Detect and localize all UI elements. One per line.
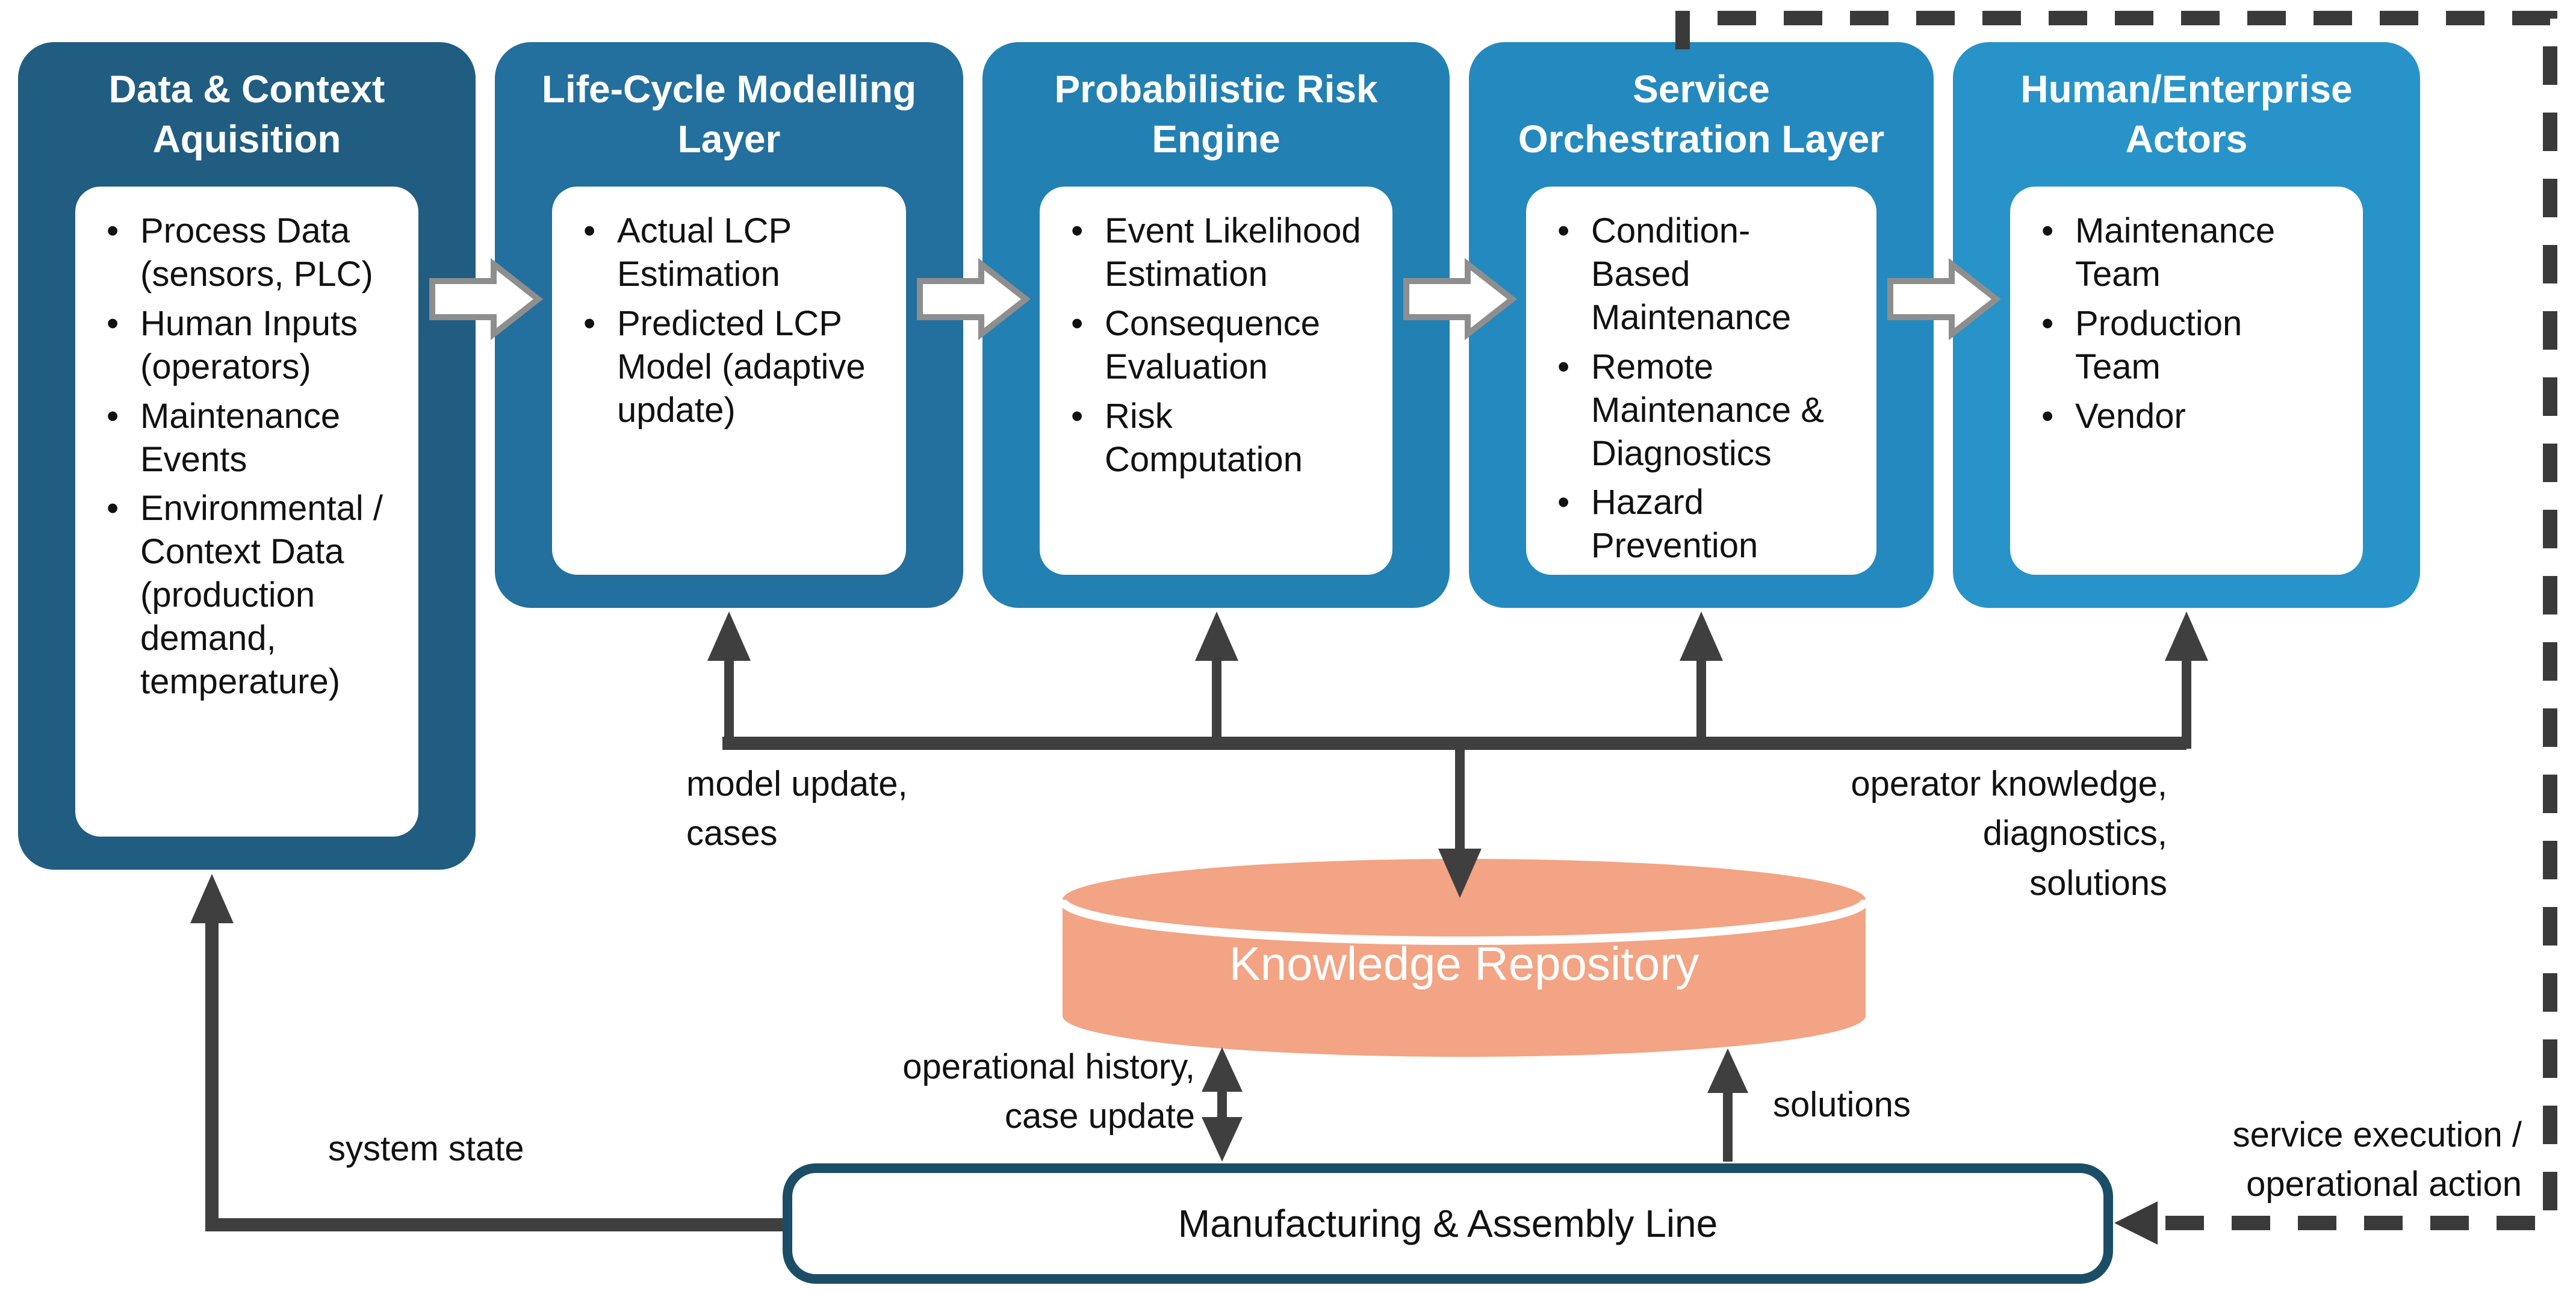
data-acquisition-body: Process Data (sensors, PLC)Human Inputs … — [75, 187, 418, 837]
data-acquisition-box: Data & Context Aquisition Process Data (… — [18, 42, 476, 870]
bullet-item: Condition-Based Maintenance — [1554, 209, 1849, 339]
manufacturing-assembly-label: Manufacturing & Assembly Line — [1178, 1202, 1718, 1245]
bullet-item: Remote Maintenance & Diagnostics — [1554, 345, 1849, 475]
lifecycle-modelling-bullets: Actual LCP EstimationPredicted LCP Model… — [580, 209, 878, 432]
bidirectional-arrow-mfg-repository — [1202, 1047, 1243, 1162]
up-arrow-to-orchestration-head — [1680, 611, 1723, 661]
bullet-item: Vendor — [2038, 395, 2335, 438]
human-enterprise-actors-title: Human/Enterprise Actors — [2020, 67, 2353, 161]
solutions-label: solutions — [1773, 1085, 1911, 1124]
service-orchestration-bullets: Condition-Based MaintenanceRemote Mainte… — [1554, 209, 1849, 568]
manufacturing-assembly-box: Manufacturing & Assembly Line — [783, 1163, 2113, 1284]
knowledge-repository-label: Knowledge Repository — [1229, 937, 1699, 990]
bidirectional-down-head — [1202, 1117, 1243, 1162]
up-arrow-to-risk-head — [1195, 611, 1238, 661]
risk-engine-title: Probabilistic Risk Engine — [1054, 67, 1378, 161]
bullet-item: Actual LCP Estimation — [580, 209, 878, 296]
operator-knowledge-label: operator knowledge, diagnostics, solutio… — [1851, 764, 2167, 903]
system-state-head — [190, 874, 234, 923]
lifecycle-modelling-box: Life-Cycle Modelling Layer Actual LCP Es… — [495, 42, 963, 608]
risk-engine-box: Probabilistic Risk Engine Event Likeliho… — [982, 42, 1450, 608]
human-enterprise-actors-bullets: Maintenance TeamProduction TeamVendor — [2038, 209, 2335, 438]
bullet-item: Production Team — [2038, 302, 2335, 389]
up-arrow-to-actors-head — [2165, 611, 2208, 661]
cylinder-lid-arc — [1058, 899, 1870, 945]
bullet-item: Risk Computation — [1067, 395, 1365, 481]
risk-engine-bullets: Event Likelihood EstimationConsequence E… — [1067, 209, 1365, 481]
bullet-item: Human Inputs (operators) — [103, 302, 391, 389]
data-acquisition-bullets: Process Data (sensors, PLC)Human Inputs … — [103, 209, 391, 704]
operational-history-label: operational history, case update — [902, 1047, 1195, 1136]
bullet-item: Event Likelihood Estimation — [1067, 209, 1365, 296]
service-execution-head — [2114, 1201, 2158, 1245]
system-state-path — [205, 918, 784, 1231]
solutions-arrow — [1707, 1048, 1748, 1162]
human-enterprise-actors-box: Human/Enterprise Actors Maintenance Team… — [1953, 42, 2420, 608]
human-enterprise-actors-body: Maintenance TeamProduction TeamVendor — [2010, 187, 2363, 575]
service-execution-label: service execution / operational action — [2232, 1115, 2522, 1204]
bullet-item: Maintenance Team — [2038, 209, 2335, 296]
bullet-item: Predicted LCP Model (adaptive update) — [580, 302, 878, 432]
data-acquisition-title: Data & Context Aquisition — [108, 67, 385, 161]
bullet-item: Maintenance Events — [103, 395, 391, 481]
bullet-item: Process Data (sensors, PLC) — [103, 209, 391, 296]
service-orchestration-body: Condition-Based MaintenanceRemote Mainte… — [1526, 187, 1876, 575]
bidirectional-up-head — [1202, 1047, 1243, 1092]
risk-engine-body: Event Likelihood EstimationConsequence E… — [1040, 187, 1392, 575]
service-orchestration-title: Service Orchestration Layer — [1518, 67, 1885, 161]
solutions-arrow-head — [1707, 1048, 1748, 1093]
lifecycle-modelling-body: Actual LCP EstimationPredicted LCP Model… — [552, 187, 906, 575]
model-update-label: model update, cases — [686, 764, 908, 853]
bullet-item: Hazard Prevention — [1554, 481, 1849, 568]
bullet-item: Environmental / Context Data (production… — [103, 487, 391, 704]
down-arrow-to-repository-head — [1438, 849, 1482, 898]
lifecycle-modelling-title: Life-Cycle Modelling Layer — [541, 67, 917, 161]
bullet-item: Consequence Evaluation — [1067, 302, 1365, 389]
service-orchestration-box: Service Orchestration Layer Condition-Ba… — [1469, 42, 1934, 608]
up-arrow-to-lifecycle-head — [707, 611, 751, 661]
system-state-label: system state — [328, 1129, 524, 1168]
